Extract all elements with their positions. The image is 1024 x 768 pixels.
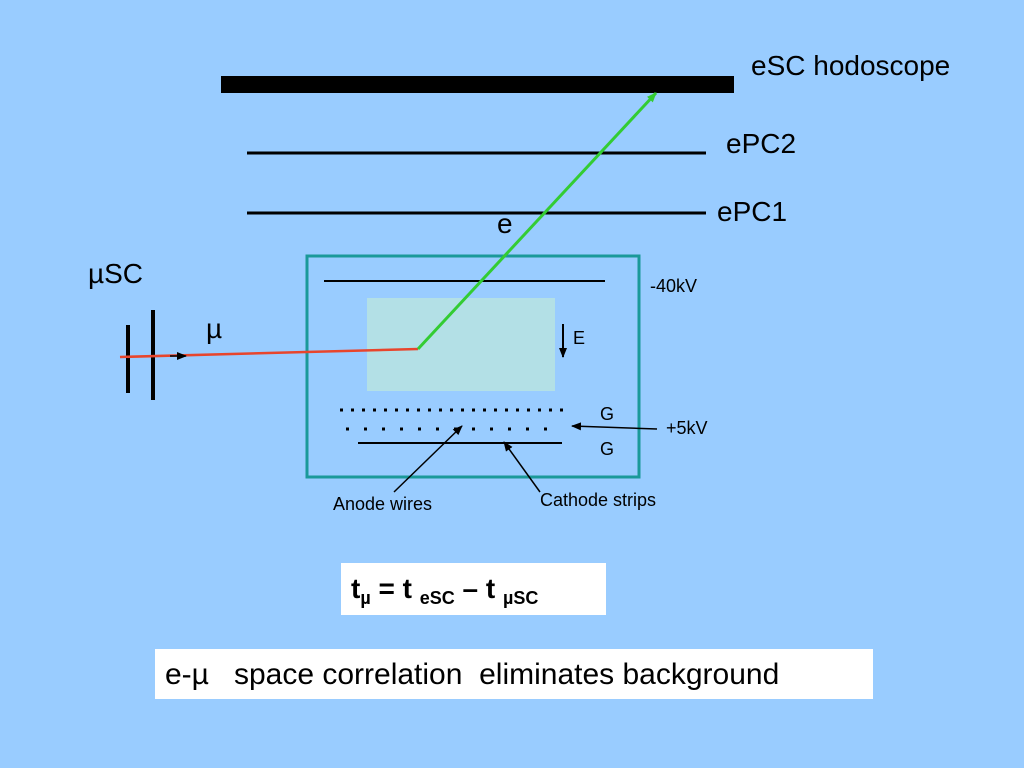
caption-text: e-µ space correlation eliminates backgro…	[165, 658, 780, 691]
efield-label: E	[573, 328, 586, 348]
hv-arrow	[571, 422, 658, 431]
electron-track	[416, 91, 658, 351]
grid-upper-label: G	[600, 404, 615, 424]
anode-wires-label: Anode wires	[333, 494, 433, 514]
timing-formula-box: tµ = t eSC – t µSC	[341, 563, 606, 615]
timing-formula: tµ = t eSC – t µSC	[351, 573, 539, 608]
epc1-label: ePC1	[717, 196, 788, 227]
neg-40kv-label: -40kV	[650, 276, 698, 296]
muon-label: µ	[206, 313, 223, 344]
cathode-strips-arrow	[503, 441, 541, 493]
anode-wires-arrow	[393, 425, 463, 493]
grid-lower-label: G	[600, 439, 615, 459]
tpc-chamber	[305, 254, 641, 479]
cathode-strips-label: Cathode strips	[540, 490, 657, 510]
esc-hodoscope-bar	[221, 76, 734, 93]
epc2-label: ePC2	[726, 128, 797, 159]
target-volume	[367, 298, 555, 391]
caption-box: e-µ space correlation eliminates backgro…	[155, 649, 873, 699]
musc-label: µSC	[88, 258, 144, 289]
esc-hodoscope-label: eSC hodoscope	[751, 50, 951, 81]
plus-5kv-label: +5kV	[666, 418, 708, 438]
electron-label: e	[497, 208, 513, 239]
muon-track	[119, 347, 419, 359]
